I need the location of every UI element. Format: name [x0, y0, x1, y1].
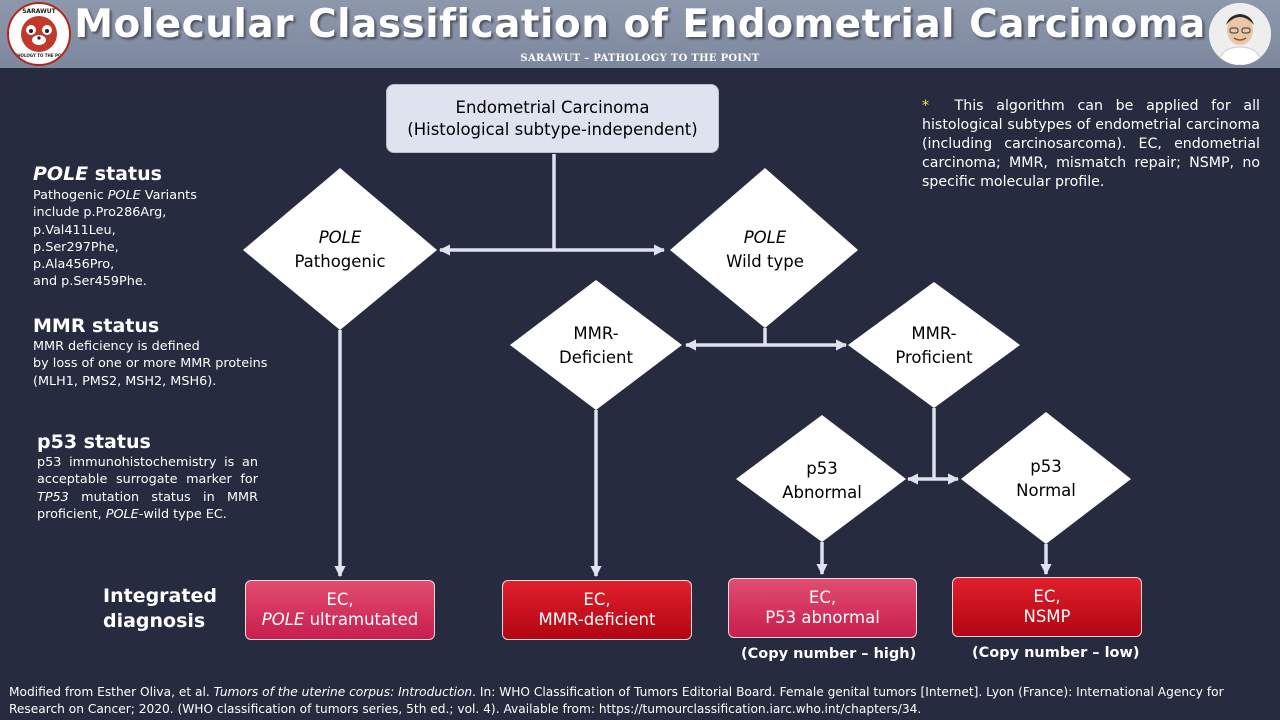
header-bar: SARAWUT PATHOLOGY TO THE POINT Molecular… [0, 0, 1280, 68]
mmr-status-body: MMR deficiency is defined by loss of one… [33, 338, 293, 390]
p53-text-5: -wild type EC. [138, 506, 227, 522]
pole-status-body: Pathogenic POLE Variants include p.Pro28… [33, 187, 273, 291]
p53-abnormal-line1: p53 [806, 459, 838, 478]
pole-pathogenic-line2: Pathogenic [294, 252, 386, 271]
pole-wild-label: POLE Wild type [695, 226, 835, 274]
mmr-deficient-line2: Deficient [559, 348, 633, 367]
mmr-deficient-line1: MMR- [573, 324, 619, 343]
pole-line1-c: Variants [140, 188, 197, 203]
copy-number-high: (Copy number – high) [741, 646, 917, 662]
diamond-mmr-deficient [510, 280, 682, 410]
result-p53abn-line1: EC, [808, 588, 837, 607]
p53-abnormal-label: p53 Abnormal [752, 457, 892, 505]
pole-line5: p.Ala456Pro, [33, 257, 115, 273]
diamond-pole-wild [670, 168, 858, 328]
mmr-line3: (MLH1, PMS2, MSH2, MSH6). [33, 373, 217, 389]
integrated-diagnosis-label: Integrated diagnosis [103, 584, 217, 634]
author-avatar [1209, 3, 1271, 65]
result-nsmp-line2: NSMP [1023, 607, 1071, 626]
pole-line4: p.Ser297Phe, [33, 239, 119, 255]
diamond-mmr-proficient [848, 282, 1020, 408]
top-box-line1: Endometrial Carcinoma [455, 97, 650, 117]
pole-status-heading-italic: POLE [33, 163, 89, 185]
result-pole-line1: EC, [326, 590, 354, 609]
avatar-portrait [1209, 3, 1271, 65]
result-pole-ultramutated: EC, POLE ultramutated [245, 580, 435, 640]
p53-text-1: p53 immunohistochemistry is an acceptabl… [37, 455, 258, 488]
pole-status-section: POLE status Pathogenic POLE Variants inc… [33, 163, 273, 291]
p53-status-heading: p53 status [37, 431, 151, 453]
pole-line6: and p.Ser459Phe. [33, 274, 147, 290]
logo-text-bottom: PATHOLOGY TO THE POINT [9, 53, 69, 58]
pole-line1-b: POLE [107, 188, 141, 203]
pole-line1: Pathogenic POLE Variants [33, 187, 273, 204]
mmr-status-section: MMR status MMR deficiency is defined by … [33, 315, 293, 390]
mmr-status-heading: MMR status [33, 315, 160, 337]
red-panda-logo-art [21, 16, 57, 52]
pole-line2: include p.Pro286Arg, [33, 205, 167, 221]
result-mmrd-line2: MMR-deficient [538, 610, 656, 629]
algorithm-note: * This algorithm can be applied for all … [922, 97, 1260, 192]
note-star: * [922, 98, 930, 114]
diamond-pole-pathogenic [243, 168, 437, 330]
pole-wild-line1: POLE [743, 228, 787, 247]
integrated-line1: Integrated [103, 585, 217, 607]
mmr-line2: by loss of one or more MMR proteins [33, 356, 268, 372]
endometrial-carcinoma-box: Endometrial Carcinoma (Histological subt… [386, 84, 719, 153]
result-mmr-deficient: EC, MMR-deficient [502, 580, 692, 640]
result-pole-line2-rest: ultramutated [304, 610, 419, 629]
p53-status-body: p53 immunohistochemistry is an acceptabl… [37, 454, 258, 523]
p53-normal-line1: p53 [1030, 457, 1062, 476]
p53-abnormal-line2: Abnormal [782, 483, 862, 502]
page-title: Molecular Classification of Endometrial … [74, 2, 1206, 47]
mmr-deficient-label: MMR- Deficient [526, 322, 666, 370]
diamond-p53-normal [961, 412, 1131, 544]
mmr-proficient-line1: MMR- [911, 324, 957, 343]
footer-part-b: Tumors of the uterine corpus: Introducti… [213, 685, 473, 699]
pole-wild-line2: Wild type [726, 252, 804, 271]
p53-status-section: p53 status p53 immunohistochemistry is a… [37, 431, 258, 523]
footer-part-a: Modified from Esther Oliva, et al. [9, 685, 214, 699]
p53-normal-line2: Normal [1016, 481, 1076, 500]
top-box-line2: (Histological subtype-independent) [407, 119, 698, 139]
pole-line3: p.Val411Leu, [33, 222, 116, 238]
mmr-proficient-line2: Proficient [895, 348, 973, 367]
result-mmrd-line1: EC, [583, 590, 611, 609]
result-nsmp-line1: EC, [1033, 587, 1061, 606]
p53-text-2: TP53 [37, 489, 69, 505]
pole-line1-a: Pathogenic [33, 188, 108, 203]
pole-status-heading-rest: status [88, 163, 162, 185]
diamond-p53-abnormal [736, 415, 906, 542]
p53-text-3: mutation status in MMR proficient, [37, 489, 258, 522]
footer-part-c: . In: WHO Classification of Tumors Edito… [9, 685, 1224, 716]
logo-text-top: SARAWUT [22, 8, 56, 15]
result-p53abn-line2: P53 abnormal [765, 608, 880, 627]
red-panda-logo: SARAWUT PATHOLOGY TO THE POINT [7, 2, 71, 66]
pole-pathogenic-label: POLE Pathogenic [270, 226, 410, 274]
result-p53-abnormal: EC, P53 abnormal [728, 578, 917, 638]
mmr-proficient-label: MMR- Proficient [864, 322, 1004, 370]
result-pole-line2: POLE ultramutated [262, 610, 418, 630]
page-subtitle: SARAWUT – PATHOLOGY TO THE POINT [520, 53, 760, 64]
pole-status-heading: POLE status [33, 163, 273, 185]
result-pole-line2-italic: POLE [261, 610, 305, 629]
note-text: This algorithm can be applied for all hi… [922, 98, 1260, 190]
mmr-line1: MMR deficiency is defined [33, 339, 200, 354]
pole-pathogenic-line1: POLE [318, 228, 362, 247]
copy-number-low: (Copy number – low) [972, 645, 1140, 661]
integrated-line2: diagnosis [103, 610, 206, 632]
reference-footer: Modified from Esther Oliva, et al. Tumor… [9, 684, 1274, 718]
result-nsmp: EC, NSMP [952, 577, 1142, 637]
p53-text-4: POLE [105, 506, 139, 522]
p53-normal-label: p53 Normal [976, 455, 1116, 503]
